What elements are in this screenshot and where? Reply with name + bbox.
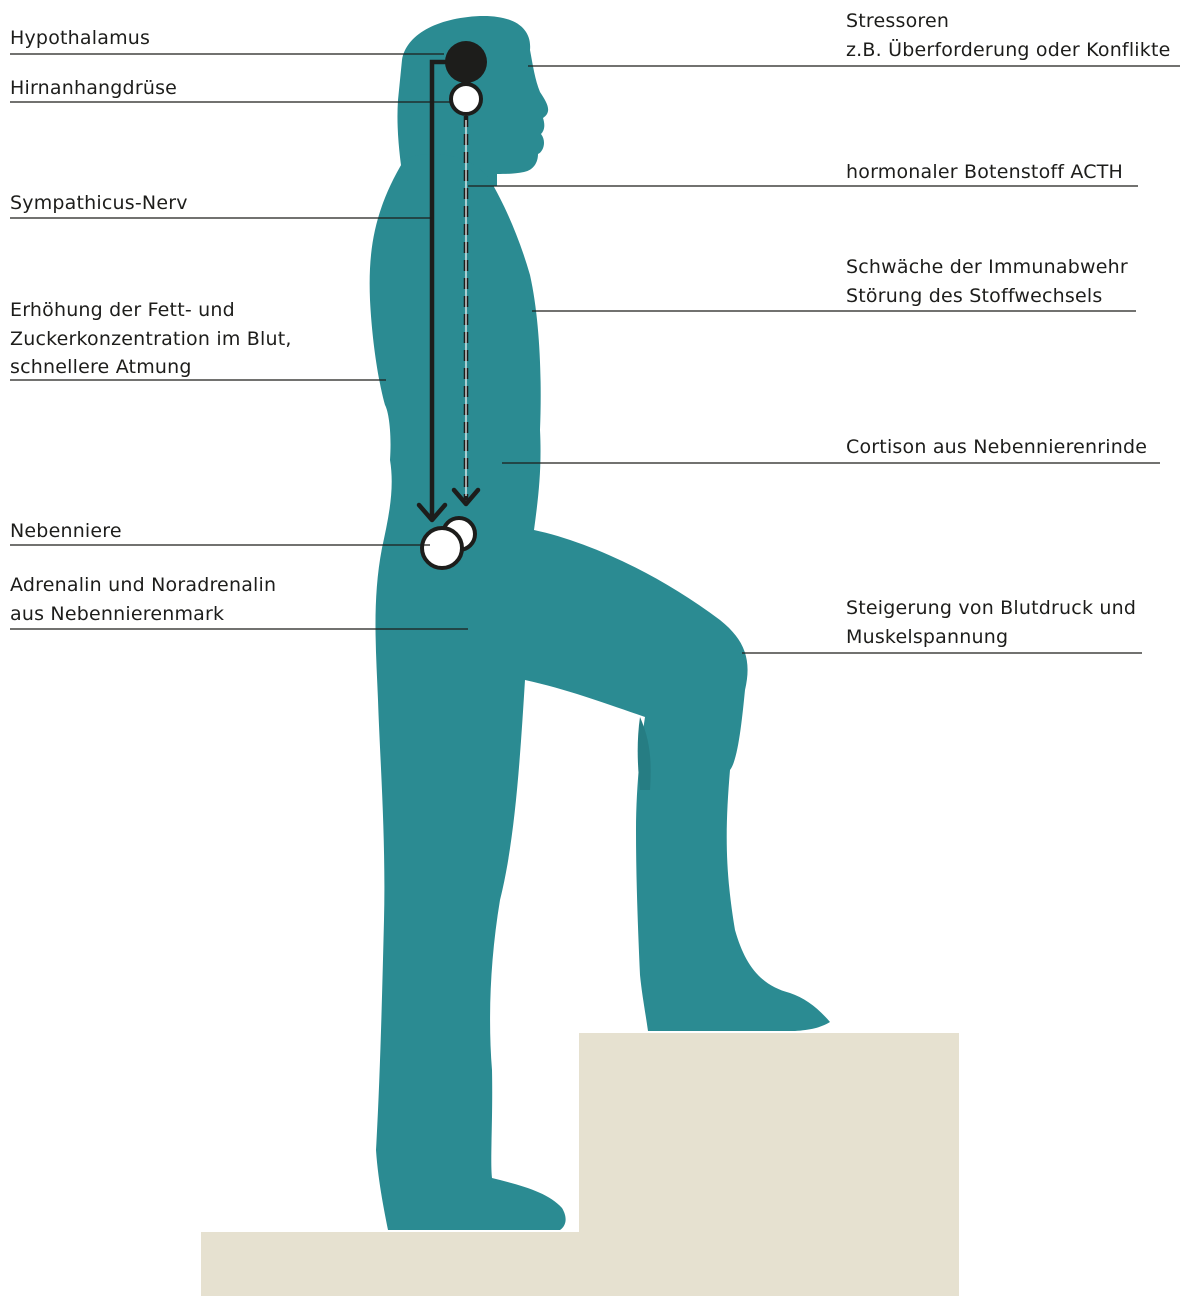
- hypothalamus-icon: [445, 41, 487, 83]
- pituitary-icon: [451, 84, 481, 114]
- label-sympathicus: Sympathicus-Nerv: [10, 192, 188, 214]
- adrenal-front-icon: [422, 528, 462, 568]
- right-labels: Stressoren z.B. Überforderung oder Konfl…: [846, 10, 1171, 648]
- label-adrenalin-line2: aus Nebennierenmark: [10, 603, 224, 625]
- label-schwaeche-line1: Schwäche der Immunabwehr: [846, 256, 1128, 278]
- left-labels: Hypothalamus Hirnanhangdrüse Sympathicus…: [10, 27, 292, 625]
- label-adrenalin-line1: Adrenalin und Noradrenalin: [10, 574, 276, 596]
- label-erhoehung-line1: Erhöhung der Fett- und: [10, 299, 235, 321]
- label-stressoren-line2: z.B. Überforderung oder Konflikte: [846, 38, 1171, 61]
- label-steigerung-line1: Steigerung von Blutdruck und: [846, 597, 1136, 619]
- stair-lower-step: [201, 1232, 959, 1296]
- stairs: [201, 1033, 959, 1296]
- label-schwaeche-line2: Störung des Stoffwechsels: [846, 285, 1102, 307]
- label-nebenniere: Nebenniere: [10, 520, 122, 542]
- label-hypothalamus: Hypothalamus: [10, 27, 150, 49]
- label-cortison: Cortison aus Nebennierenrinde: [846, 436, 1147, 458]
- label-acth: hormonaler Botenstoff ACTH: [846, 161, 1123, 183]
- label-erhoehung-line3: schnellere Atmung: [10, 356, 192, 378]
- label-steigerung-line2: Muskelspannung: [846, 626, 1008, 648]
- label-erhoehung-line2: Zuckerkonzentration im Blut,: [10, 328, 292, 350]
- label-stressoren-line1: Stressoren: [846, 10, 949, 32]
- label-hirnanhangdruese: Hirnanhangdrüse: [10, 77, 177, 99]
